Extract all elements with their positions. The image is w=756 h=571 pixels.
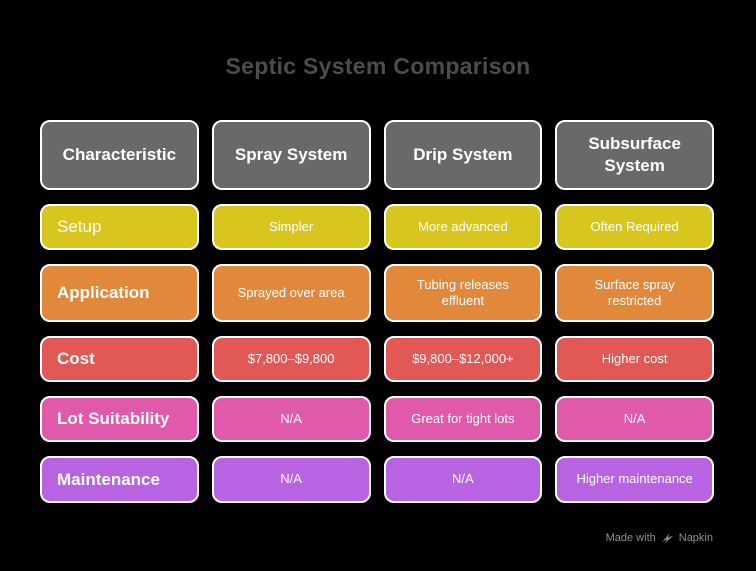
cell-application-subsurface: Surface spray restricted	[555, 264, 714, 322]
cell-cost-subsurface: Higher cost	[555, 336, 714, 382]
cell-application-drip: Tubing releases effluent	[383, 264, 543, 322]
page-title: Septic System Comparison	[225, 53, 531, 79]
napkin-watermark: Made with Napkin	[606, 532, 713, 544]
cell-cost-drip: $9,800–$12,000+	[383, 336, 543, 382]
header-cell-characteristic: Characteristic	[40, 120, 199, 190]
row-label-application: Application	[40, 264, 199, 322]
cell-application-spray: Sprayed over area	[211, 264, 371, 322]
row-label-setup: Setup	[40, 204, 199, 250]
cell-setup-drip: More advanced	[383, 204, 543, 250]
header-cell-drip-system: Drip System	[383, 120, 543, 190]
header-cell-spray-system: Spray System	[211, 120, 371, 190]
cell-setup-spray: Simpler	[211, 204, 371, 250]
header-cell-subsurface-system: Subsurface System	[555, 120, 714, 190]
row-label-cost: Cost	[40, 336, 199, 382]
cell-lot-suitability-subsurface: N/A	[555, 396, 714, 442]
cell-lot-suitability-drip: Great for tight lots	[383, 396, 543, 442]
cell-setup-subsurface: Often Required	[555, 204, 714, 250]
comparison-table: Characteristic Spray System Drip System …	[40, 120, 714, 503]
cell-maintenance-spray: N/A	[211, 456, 371, 503]
cell-lot-suitability-spray: N/A	[211, 396, 371, 442]
row-label-lot-suitability: Lot Suitability	[40, 396, 199, 442]
made-with-label: Made with	[605, 532, 656, 544]
napkin-brand-label: Napkin	[678, 532, 713, 544]
cell-maintenance-subsurface: Higher maintenance	[555, 456, 714, 503]
cell-maintenance-drip: N/A	[383, 456, 543, 503]
napkin-logo-icon	[661, 532, 674, 544]
row-label-maintenance: Maintenance	[40, 456, 199, 503]
cell-cost-spray: $7,800–$9,800	[211, 336, 371, 382]
